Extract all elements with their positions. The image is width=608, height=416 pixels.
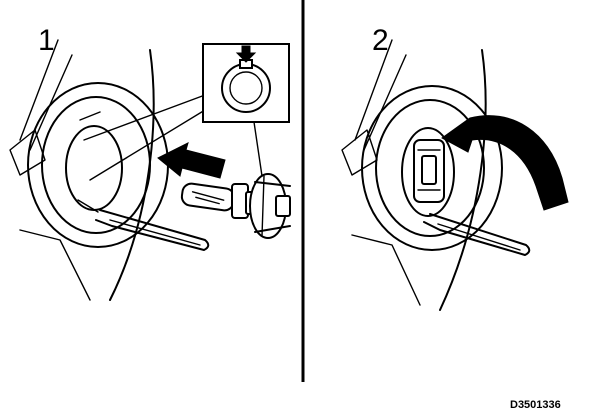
retaining-spring-clip — [423, 213, 531, 256]
panel-step-1: 1 — [9, 24, 291, 301]
retaining-spring-clip-inner — [437, 223, 521, 251]
retaining-spring-clip-inner — [109, 219, 201, 246]
body-line — [363, 54, 407, 151]
body-panel-edge — [109, 49, 155, 301]
body-line — [354, 39, 393, 141]
halogen-bulb — [180, 173, 291, 239]
headlamp-housing-ring — [41, 96, 151, 234]
headlamp-housing-ring — [375, 99, 485, 237]
reference-code: D3501336 — [510, 399, 561, 411]
retaining-spring-clip — [95, 209, 210, 251]
bulb-wire — [253, 121, 263, 177]
headlamp-housing-outer — [361, 85, 503, 251]
socket-tabs — [77, 111, 101, 213]
body-line-lower — [19, 229, 91, 301]
insert-direction-arrow-icon — [157, 142, 226, 179]
detail-down-arrow-icon — [235, 45, 257, 63]
bulb-socket-opening — [401, 127, 455, 217]
step-1-label: 1 — [38, 24, 55, 57]
step-2-label: 2 — [372, 24, 389, 57]
mount-bracket — [341, 129, 378, 176]
detail-pointer-line — [89, 109, 206, 181]
detail-pointer-line — [83, 94, 206, 141]
mount-bracket — [9, 129, 46, 176]
body-panel-edge — [439, 49, 487, 311]
body-line-lower — [351, 234, 421, 306]
bulb-socket-opening — [65, 125, 123, 211]
clip-swing-direction-arrow-icon — [441, 115, 569, 211]
installed-bulb-base — [413, 139, 445, 203]
detail-socket-inner — [229, 71, 263, 105]
panel-step-2: 2 — [341, 24, 569, 311]
body-line — [19, 39, 59, 141]
